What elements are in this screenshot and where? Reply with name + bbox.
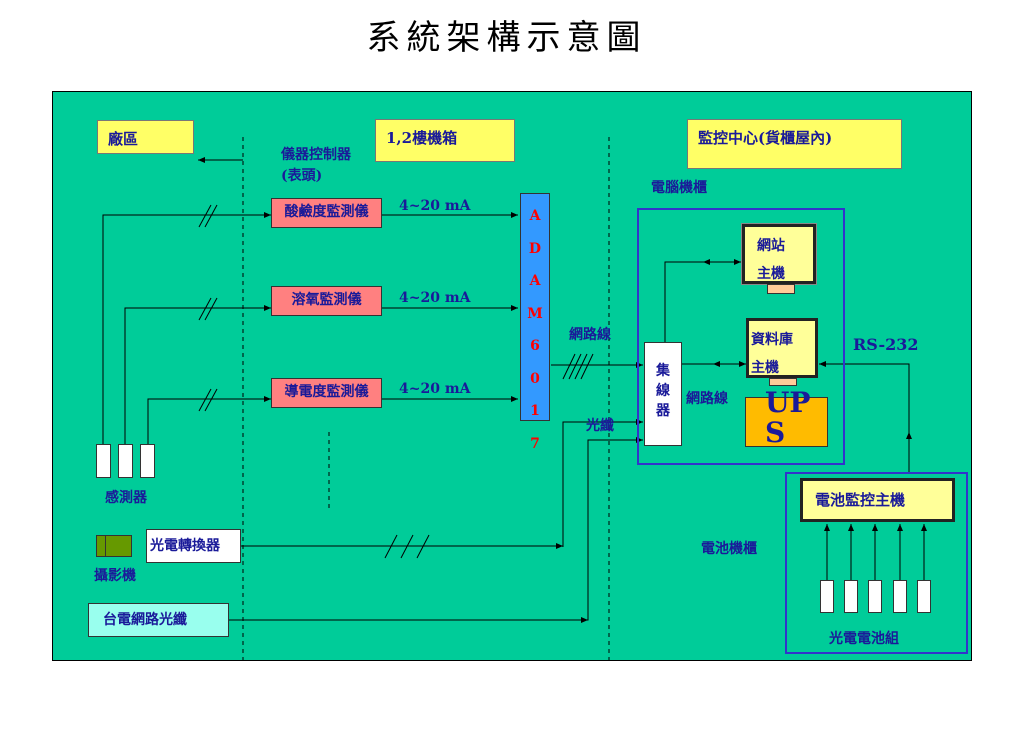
hub-char: 線 bbox=[656, 383, 670, 399]
db-host-label-1: 資料庫 bbox=[751, 332, 793, 348]
network-hub: 集 線 器 bbox=[644, 342, 682, 446]
web-host-monitor: 網站 主機 bbox=[741, 223, 817, 285]
camera bbox=[96, 535, 132, 557]
label-instrument-controller: 儀器控制器 bbox=[281, 147, 351, 163]
label-battery-cabinet: 電池機櫃 bbox=[701, 541, 757, 557]
label-camera: 攝影機 bbox=[94, 568, 136, 584]
battery-cell bbox=[893, 580, 907, 613]
adam-char: A bbox=[529, 208, 541, 224]
ups bbox=[745, 397, 828, 447]
label-battery-set: 光電電池組 bbox=[829, 631, 899, 647]
label-computer-cabinet: 電腦機櫃 bbox=[651, 180, 707, 196]
db-host-monitor: 資料庫 主機 bbox=[746, 318, 818, 378]
battery-cell bbox=[917, 580, 931, 613]
label-network-line-top: 網路線 bbox=[569, 327, 611, 343]
adam-char: 7 bbox=[530, 435, 540, 452]
taipower-fiber: 台電網路光纖 bbox=[88, 603, 229, 637]
web-host-stand bbox=[767, 284, 795, 294]
web-host-label-2: 主機 bbox=[757, 266, 785, 282]
label-instrument-controller-sub: (表頭) bbox=[281, 168, 323, 184]
diagram-canvas: 廠區 1,2樓機箱 監控中心(貨櫃屋內) 儀器控制器 (表頭) 電腦機櫃 網路線… bbox=[52, 91, 972, 662]
adam-module bbox=[520, 193, 550, 421]
instrument-do-monitor: 溶氧監測儀 bbox=[271, 286, 382, 316]
instrument-ph-monitor: 酸鹼度監測儀 bbox=[271, 198, 382, 228]
battery-cabinet bbox=[785, 472, 968, 654]
ups-label: UP S bbox=[765, 388, 810, 448]
adam-char: D bbox=[528, 240, 542, 257]
label-rs232: RS-232 bbox=[853, 335, 919, 354]
zone-control-center: 監控中心(貨櫃屋內) bbox=[687, 119, 902, 169]
battery-monitor-host: 電池監控主機 bbox=[800, 478, 955, 522]
adam-char: M bbox=[527, 305, 543, 322]
hub-char: 集 bbox=[656, 363, 670, 379]
signal-label-conductivity: 4~20 mA bbox=[399, 381, 471, 397]
page-title: 系統架構示意圖 bbox=[366, 18, 647, 58]
connector-lines bbox=[102, 137, 927, 662]
signal-label-do: 4~20 mA bbox=[399, 290, 471, 306]
adam-char: 0 bbox=[530, 370, 540, 387]
adam-char: 1 bbox=[530, 403, 540, 419]
sensor-2 bbox=[118, 444, 133, 478]
ups-label-2: S bbox=[765, 416, 786, 449]
adam-char: A bbox=[529, 273, 541, 289]
battery-monitor-label: 電池監控主機 bbox=[815, 491, 906, 509]
zone-cabinet-12: 1,2樓機箱 bbox=[375, 119, 515, 162]
optical-converter: 光電轉換器 bbox=[146, 529, 241, 563]
battery-cell bbox=[844, 580, 858, 613]
web-host-label-1: 網站 bbox=[757, 238, 785, 254]
db-host-label-2: 主機 bbox=[751, 360, 779, 376]
label-sensors: 感測器 bbox=[105, 490, 147, 506]
signal-label-ph: 4~20 mA bbox=[399, 198, 471, 214]
label-network-line-hub: 網路線 bbox=[686, 391, 728, 407]
zone-factory: 廠區 bbox=[97, 120, 194, 154]
adam-module-label: A D A M 6 0 1 7 bbox=[520, 200, 550, 460]
battery-cell bbox=[820, 580, 834, 613]
sensor-3 bbox=[140, 444, 155, 478]
computer-cabinet bbox=[637, 208, 845, 465]
ups-label-1: UP bbox=[765, 386, 811, 419]
adam-char: 6 bbox=[530, 338, 540, 354]
battery-cell bbox=[868, 580, 882, 613]
label-fiber: 光纖 bbox=[586, 418, 614, 434]
sensor-1 bbox=[96, 444, 111, 478]
instrument-conductivity-monitor: 導電度監測儀 bbox=[271, 378, 382, 408]
db-host-stand bbox=[769, 378, 797, 386]
hub-char: 器 bbox=[656, 403, 670, 419]
